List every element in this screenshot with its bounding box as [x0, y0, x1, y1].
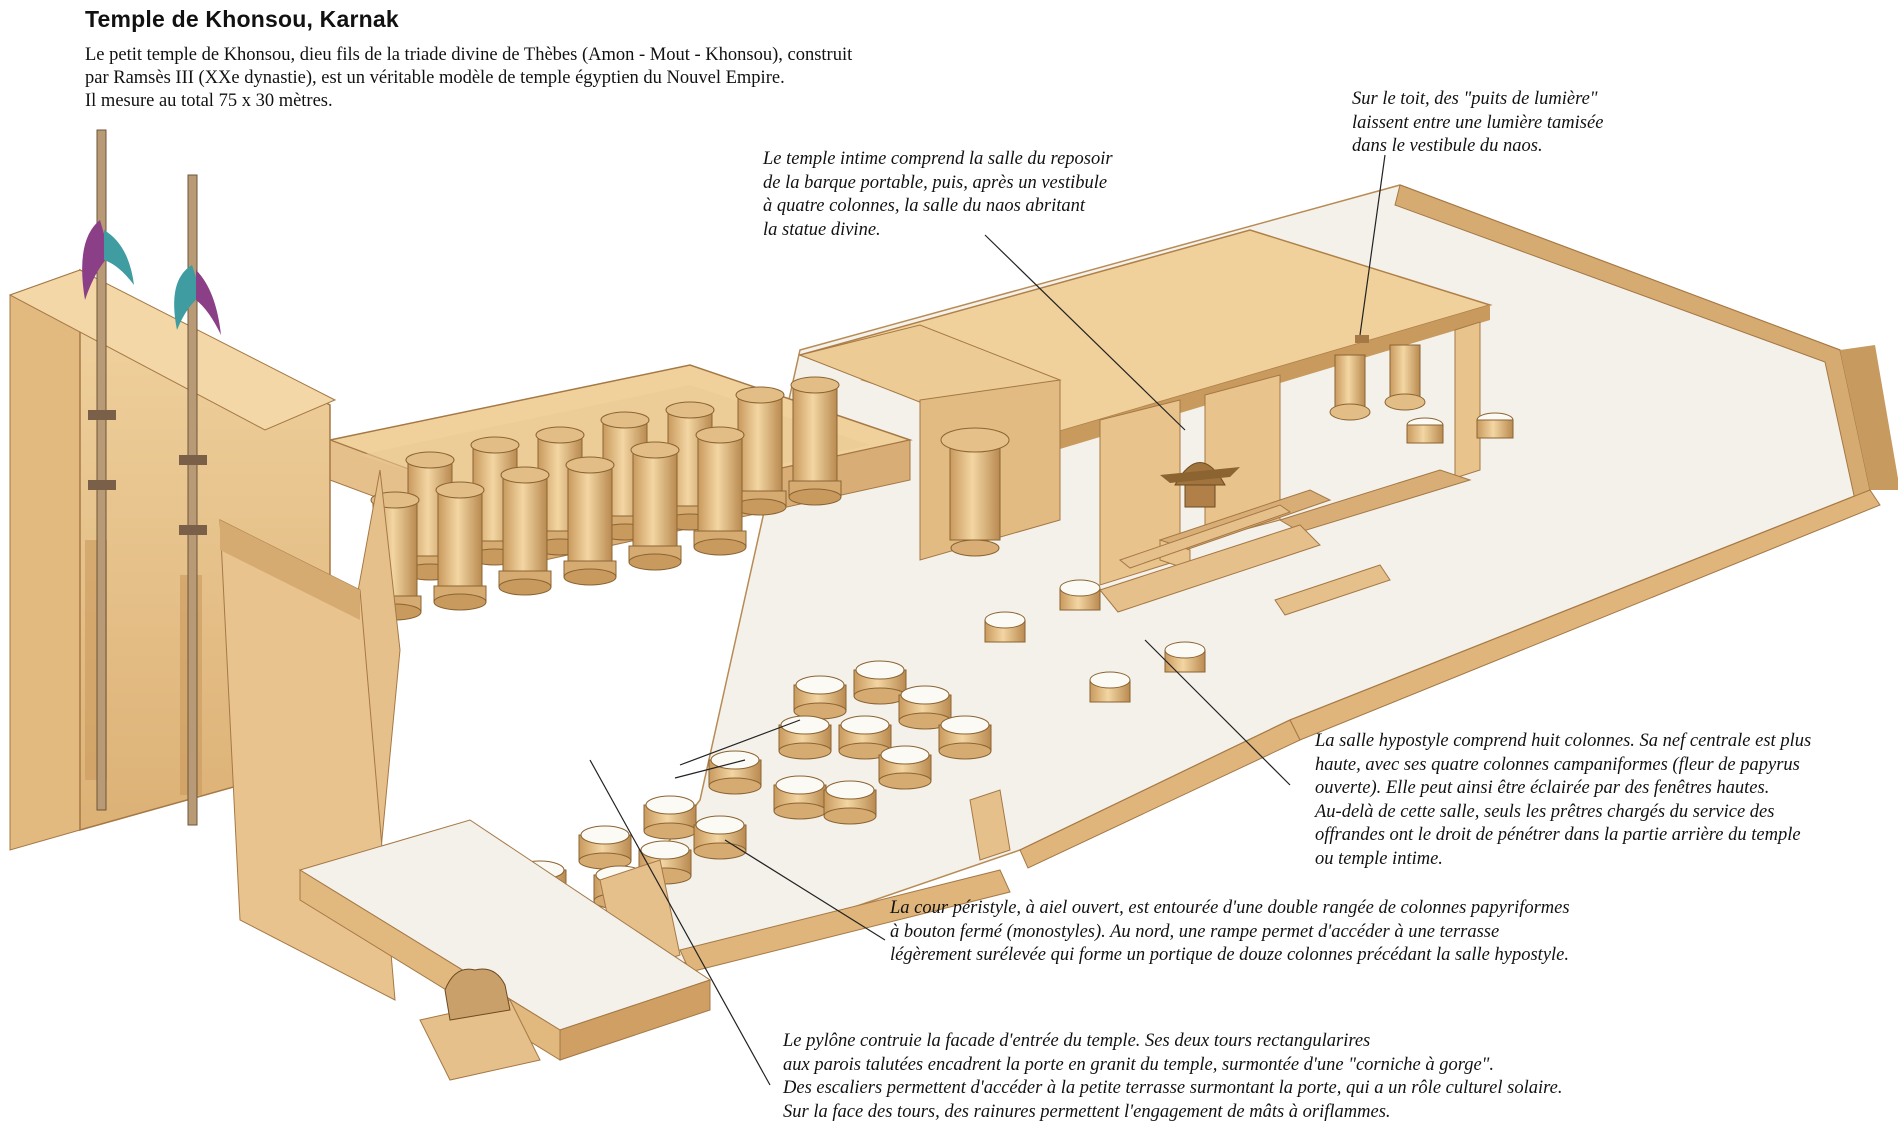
annotation-pylon: Le pylône contruie la facade d'entrée du… — [783, 1030, 1562, 1124]
annotation-line: Des escaliers permettent d'accéder à la … — [783, 1078, 1563, 1098]
court-column-base — [578, 825, 632, 870]
pylon — [8, 268, 396, 1001]
portico-column — [788, 376, 842, 506]
leader-roof — [1359, 154, 1386, 336]
court-column-base — [853, 660, 907, 705]
intro-line: par Ramsès III (XXe dynastie), est un vé… — [85, 68, 785, 88]
annotation-line: Le temple intime comprend la salle du re… — [763, 149, 1113, 169]
intro-line: Il mesure au total 75 x 30 mètres. — [85, 91, 333, 111]
pennant-icon — [196, 270, 221, 335]
leader-intimate — [984, 234, 1186, 431]
flag-mast — [82, 129, 221, 826]
annotation-line: légèrement surélevée qui forme un portiq… — [890, 945, 1570, 965]
leader-hypostyle — [1144, 639, 1291, 786]
annotation-line: à quatre colonnes, la salle du naos abri… — [763, 196, 1086, 216]
portico-column — [563, 456, 617, 586]
hypostyle-hall — [798, 324, 1391, 616]
portico-column — [433, 481, 487, 611]
forecourt-terrace — [298, 819, 712, 1081]
bark-shrine — [1160, 462, 1240, 508]
portico-column — [693, 426, 747, 556]
annotation-line: Au-delà de cette salle, seuls les prêtre… — [1315, 801, 1775, 822]
leader-pylon — [589, 759, 771, 1086]
annotation-line: dans le vestibule du naos. — [1352, 136, 1543, 156]
court-column-bases — [513, 660, 992, 910]
portico-columns — [368, 376, 842, 621]
court-column-base — [838, 715, 892, 760]
annotation-line: de la barque portable, puis, après un ve… — [763, 172, 1108, 193]
portico-column — [733, 386, 787, 516]
pennant-icon — [82, 220, 110, 300]
annotation-line: ou temple intime. — [1315, 848, 1443, 869]
annotation-line: à bouton fermé (monostyles). Au nord, un… — [890, 921, 1500, 942]
sanctuary-columns — [1329, 344, 1514, 444]
court-column-base — [773, 775, 827, 820]
annotation-line: ouverte). Elle peut ainsi être éclairée … — [1315, 778, 1770, 798]
page-title: Temple de Khonsou, Karnak — [85, 6, 399, 32]
leader-portico — [679, 719, 801, 766]
light-well-icon — [1355, 335, 1369, 343]
court-column-base — [898, 685, 952, 730]
court-column-base — [708, 750, 762, 795]
intro-text: Le petit temple de Khonsou, dieu fils de… — [85, 44, 985, 113]
annotation-line: La salle hypostyle comprend huit colonne… — [1315, 731, 1812, 751]
annotation-line: Sur la face des tours, des rainures perm… — [783, 1101, 1391, 1122]
court-column-base — [643, 795, 697, 840]
leader-court-floor — [674, 759, 746, 779]
court-column-base — [778, 715, 832, 760]
annotation-line: Sur le toit, des "puits de lumière" — [1352, 89, 1598, 109]
annotation-line: Le pylône contruie la facade d'entrée du… — [783, 1031, 1371, 1051]
annotation-line: La cour péristyle, à aiel ouvert, est en… — [890, 898, 1570, 918]
hypostyle-column-bases — [984, 579, 1206, 703]
ram-sphinx-icon — [444, 968, 511, 1021]
pennant-icon — [104, 230, 134, 285]
annotation-roof-light-wells: Sur le toit, des "puits de lumière" lais… — [1352, 88, 1603, 159]
annotation-line: offrandes ont le droit de pénétrer dans … — [1315, 825, 1801, 845]
portico-column — [628, 441, 682, 571]
court-column-base — [878, 745, 932, 790]
annotation-line: laissent entre une lumière tamisée — [1352, 112, 1604, 133]
court-column-base — [793, 675, 847, 720]
leader-court — [724, 839, 886, 941]
court-column-base — [693, 815, 747, 860]
annotation-hypostyle-hall: La salle hypostyle comprend huit colonne… — [1315, 730, 1811, 871]
leader-lines — [589, 154, 1386, 1086]
intro-line: Le petit temple de Khonsou, dieu fils de… — [85, 45, 853, 65]
annotation-peristyle-court: La cour péristyle, à aiel ouvert, est en… — [890, 897, 1570, 968]
portico-column — [498, 466, 552, 596]
annotation-line: haute, avec ses quatre colonnes campanif… — [1315, 754, 1800, 775]
annotation-line: la statue divine. — [763, 219, 881, 240]
pennant-icon — [174, 265, 202, 330]
court-column-base — [823, 780, 877, 825]
court-column-base — [938, 715, 992, 760]
annotation-intimate-temple: Le temple intime comprend la salle du re… — [763, 148, 1113, 242]
annotation-line: aux parois talutées encadrent la porte e… — [783, 1054, 1495, 1075]
